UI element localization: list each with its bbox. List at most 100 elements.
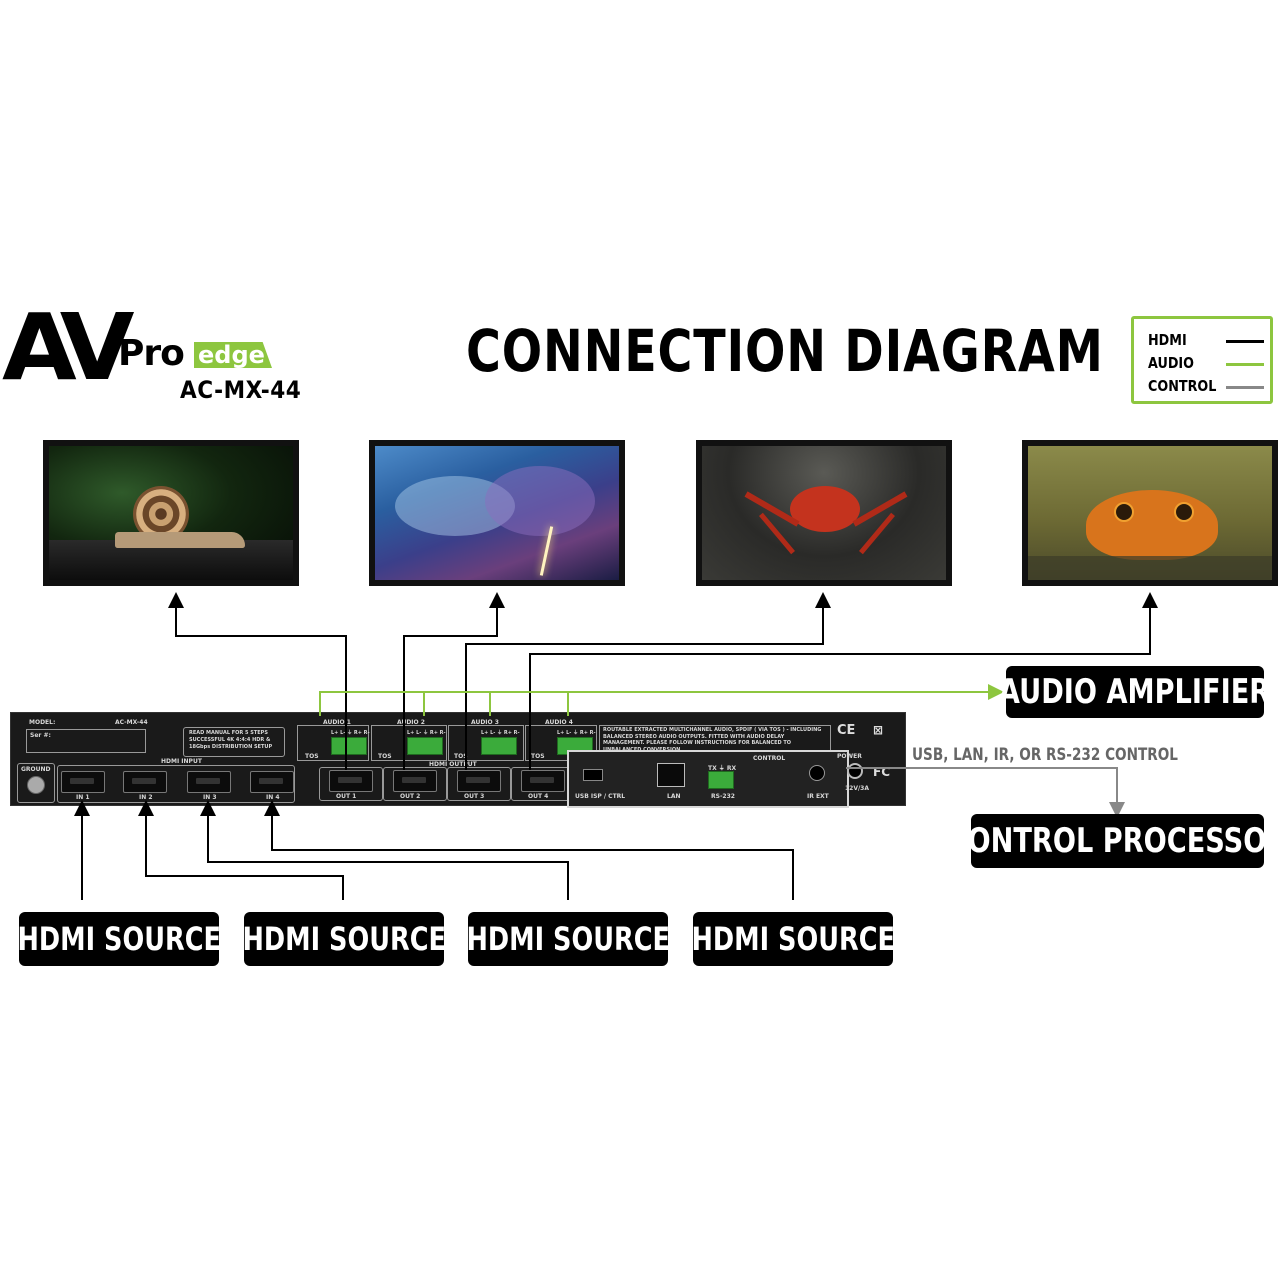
crab-body bbox=[790, 486, 860, 532]
ir-ext-label: IR EXT bbox=[807, 793, 829, 800]
hdmi-in-2-port bbox=[123, 771, 167, 793]
hdmi-line-source4-in4 bbox=[264, 800, 794, 900]
tos-1-label: TOS bbox=[305, 753, 319, 760]
hdmi-source-4-text: HDMI SOURCE bbox=[691, 920, 895, 958]
control-label: CONTROL bbox=[753, 755, 786, 762]
power-rating: 12V/3A bbox=[845, 785, 870, 792]
hdmi-source-4-label: HDMI SOURCE bbox=[691, 912, 895, 966]
legend-hdmi-line bbox=[1226, 340, 1264, 343]
display-3 bbox=[696, 440, 952, 586]
audio-2-pins: L+ L- ⏚ R+ R- bbox=[407, 730, 446, 736]
power-label: POWER bbox=[837, 753, 862, 760]
lan-port bbox=[657, 763, 685, 787]
hdmi-line-source2-in2 bbox=[138, 800, 344, 900]
avpro-logo: AV bbox=[2, 294, 134, 401]
hdmi-input-group bbox=[57, 765, 295, 803]
hdmi-source-1-label: HDMI SOURCE bbox=[17, 912, 221, 966]
audio-2-group bbox=[371, 725, 447, 761]
frog-body bbox=[1086, 490, 1218, 560]
manual-note-box bbox=[183, 727, 285, 757]
audio-1-group bbox=[297, 725, 369, 761]
hdmi-input-label: HDMI INPUT bbox=[161, 758, 202, 765]
hdmi-out-2-group bbox=[383, 767, 447, 801]
hdmi-out-3-label: OUT 3 bbox=[464, 793, 485, 800]
hdmi-source-1-text: HDMI SOURCE bbox=[17, 920, 221, 958]
tos-3-label: TOS bbox=[454, 753, 468, 760]
hdmi-in-4-port bbox=[250, 771, 294, 793]
display-4-screen bbox=[1028, 446, 1272, 580]
hdmi-source-2-label: HDMI SOURCE bbox=[242, 912, 446, 966]
audio-4-label: AUDIO 4 bbox=[545, 719, 573, 726]
audio-1-label: AUDIO 1 bbox=[323, 719, 351, 726]
model-value: AC-MX-44 bbox=[115, 719, 148, 726]
display-1 bbox=[43, 440, 299, 586]
ce-mark: CE bbox=[837, 723, 856, 738]
audio-4-group bbox=[525, 725, 597, 761]
legend-control-label: CONTROL bbox=[1148, 377, 1217, 395]
logo-edge-badge: edge bbox=[194, 342, 272, 368]
hdmi-out-4-port bbox=[521, 770, 565, 792]
ground-label: GROUND bbox=[21, 766, 51, 773]
hdmi-line-out4-display4 bbox=[529, 592, 1158, 770]
tos-2-label: TOS bbox=[378, 753, 392, 760]
page-title: CONNECTION DIAGRAM bbox=[466, 317, 1104, 385]
audio-amplifier-text: AUDIO AMPLIFIER bbox=[999, 672, 1271, 712]
legend-hdmi-label: HDMI bbox=[1148, 331, 1187, 349]
audio-2-terminal bbox=[407, 737, 443, 755]
audio-line-bus bbox=[319, 684, 1004, 716]
ground-screw bbox=[27, 776, 45, 794]
control-line bbox=[846, 767, 1125, 818]
audio-2-label: AUDIO 2 bbox=[397, 719, 425, 726]
weee-bin-icon: ⊠ bbox=[873, 723, 884, 737]
hdmi-in-3-label: IN 3 bbox=[203, 794, 217, 801]
serial-label: Ser #: bbox=[30, 732, 51, 739]
control-processor-label: CONTROL PROCESSOR bbox=[948, 814, 1280, 868]
hdmi-out-1-group bbox=[319, 767, 383, 801]
audio-1-pins: L+ L- ⏚ R+ R- bbox=[331, 730, 370, 736]
hdmi-source-3-text: HDMI SOURCE bbox=[466, 920, 670, 958]
display-4 bbox=[1022, 440, 1278, 586]
hdmi-out-4-label: OUT 4 bbox=[528, 793, 549, 800]
hdmi-in-2-label: IN 2 bbox=[139, 794, 153, 801]
legend-control-line bbox=[1226, 386, 1264, 389]
audio-3-label: AUDIO 3 bbox=[471, 719, 499, 726]
ground-box bbox=[17, 763, 55, 803]
audio-3-group bbox=[448, 725, 524, 761]
hdmi-out-1-label: OUT 1 bbox=[336, 793, 357, 800]
legend-audio-line bbox=[1226, 363, 1264, 366]
hdmi-out-1-port bbox=[329, 770, 373, 792]
legend-audio-label: AUDIO bbox=[1148, 354, 1195, 372]
legend: HDMI AUDIO CONTROL bbox=[1131, 316, 1273, 404]
audio-note: ROUTABLE EXTRACTED MULTICHANNEL AUDIO, S… bbox=[603, 727, 822, 753]
rs232-terminal bbox=[708, 771, 734, 789]
display-2 bbox=[369, 440, 625, 586]
model-label: MODEL: bbox=[29, 719, 56, 726]
hdmi-in-3-port bbox=[187, 771, 231, 793]
display-3-screen bbox=[702, 446, 946, 580]
rs232-label: RS-232 bbox=[711, 793, 735, 800]
lan-label: LAN bbox=[667, 793, 681, 800]
hdmi-line-out1-display1 bbox=[168, 592, 347, 770]
hdmi-source-2-text: HDMI SOURCE bbox=[242, 920, 446, 958]
hdmi-out-2-label: OUT 2 bbox=[400, 793, 421, 800]
logo-pro-text: Pro bbox=[118, 333, 185, 374]
hdmi-in-1-port bbox=[61, 771, 105, 793]
usb-port bbox=[583, 769, 603, 781]
hdmi-out-3-group bbox=[447, 767, 511, 801]
tos-4-label: TOS bbox=[531, 753, 545, 760]
audio-1-terminal bbox=[331, 737, 367, 755]
audio-amplifier-label: AUDIO AMPLIFIER bbox=[999, 666, 1271, 718]
snail-body bbox=[115, 532, 245, 548]
model-number: AC-MX-44 bbox=[180, 376, 302, 404]
serial-box bbox=[26, 729, 146, 753]
hdmi-output-label: HDMI OUTPUT bbox=[429, 761, 477, 768]
manual-note: READ MANUAL FOR 5 STEPS SUCCESSFUL 4K 4:… bbox=[189, 730, 273, 750]
hdmi-out-2-port bbox=[393, 770, 437, 792]
hdmi-out-3-port bbox=[457, 770, 501, 792]
audio-4-pins: L+ L- ⏚ R+ R- bbox=[557, 730, 596, 736]
rs232-pins: TX ⏚ RX bbox=[708, 765, 737, 772]
display-1-screen bbox=[49, 446, 293, 580]
ir-ext-jack bbox=[809, 765, 825, 781]
hdmi-source-3-label: HDMI SOURCE bbox=[466, 912, 670, 966]
